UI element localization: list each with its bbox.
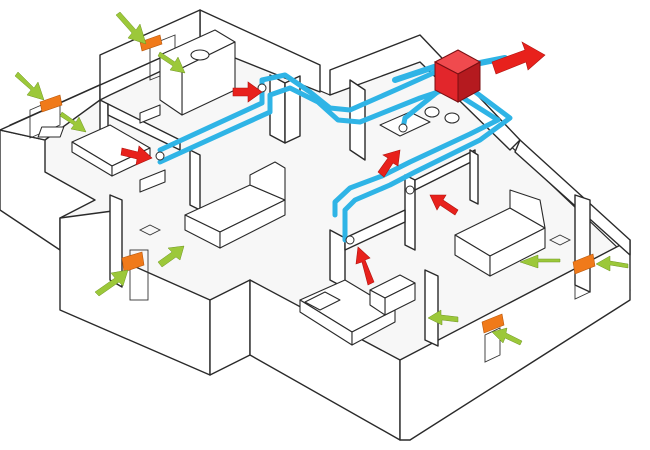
fresh-air-arrows [14,11,629,346]
window-front-right [484,327,501,363]
vent-bedroom-right-icon [405,185,415,195]
hrv-unit-icon [433,49,482,103]
vent-bedroom-left-icon [155,151,165,161]
extract-arrow-bedroom-front-icon [355,246,375,286]
duct-branch-right-parallel [332,93,501,218]
exhaust-arrow-outside-icon [491,41,546,75]
duct-main-left [157,67,443,153]
chairs-icon [369,274,416,316]
extract-arrow-bedroom-right-icon [429,194,459,216]
duct-branch-right [342,85,513,243]
extract-arrows [120,41,546,286]
outer-walls [0,9,631,441]
bed-front-icon [299,279,396,346]
fresh-air-arrow-front-out-icon [427,309,459,326]
diffuser-right-icon [548,234,572,246]
inlet-vent-bedroom-left-icon [39,94,63,113]
fresh-air-arrow-bathroom-out-icon [157,51,186,74]
inlet-vent-front-icon [481,313,505,334]
fresh-air-arrow-bedroom-left-out-icon [59,111,87,133]
sofa-icon [184,161,286,249]
fresh-air-arrow-bedroom-left-in-icon [14,71,45,101]
fresh-air-arrow-front-in-icon [491,327,523,346]
duct-intake-outlet [392,62,443,83]
window-inlet-vents [39,34,596,334]
duct-main-left-parallel [157,85,453,165]
extract-arrow-kitchen-icon [377,149,401,178]
diffuser-living-icon [138,224,162,236]
ceiling-diffusers [138,224,572,246]
fresh-air-arrow-living-out-icon [157,245,185,268]
fresh-air-arrow-bathroom-in-icon [115,11,147,45]
inlet-vent-living-icon [121,251,145,273]
window-living-left [129,249,149,301]
furniture [37,29,572,346]
fresh-air-arrow-right-in-icon [595,255,629,272]
bed-right-icon [454,189,546,277]
inlet-vent-bathroom-icon [139,34,163,52]
inlet-vent-right-icon [572,253,596,275]
extract-arrow-bathroom-icon [232,81,263,103]
tv-unit-icon [139,104,166,193]
extract-arrow-bedroom-left-icon [120,145,153,166]
fresh-air-arrow-right-out-icon [519,254,561,269]
vent-wc-icon [398,123,408,133]
fresh-air-arrow-living-in-icon [94,269,129,297]
vent-bedroom-front-icon [345,235,355,245]
